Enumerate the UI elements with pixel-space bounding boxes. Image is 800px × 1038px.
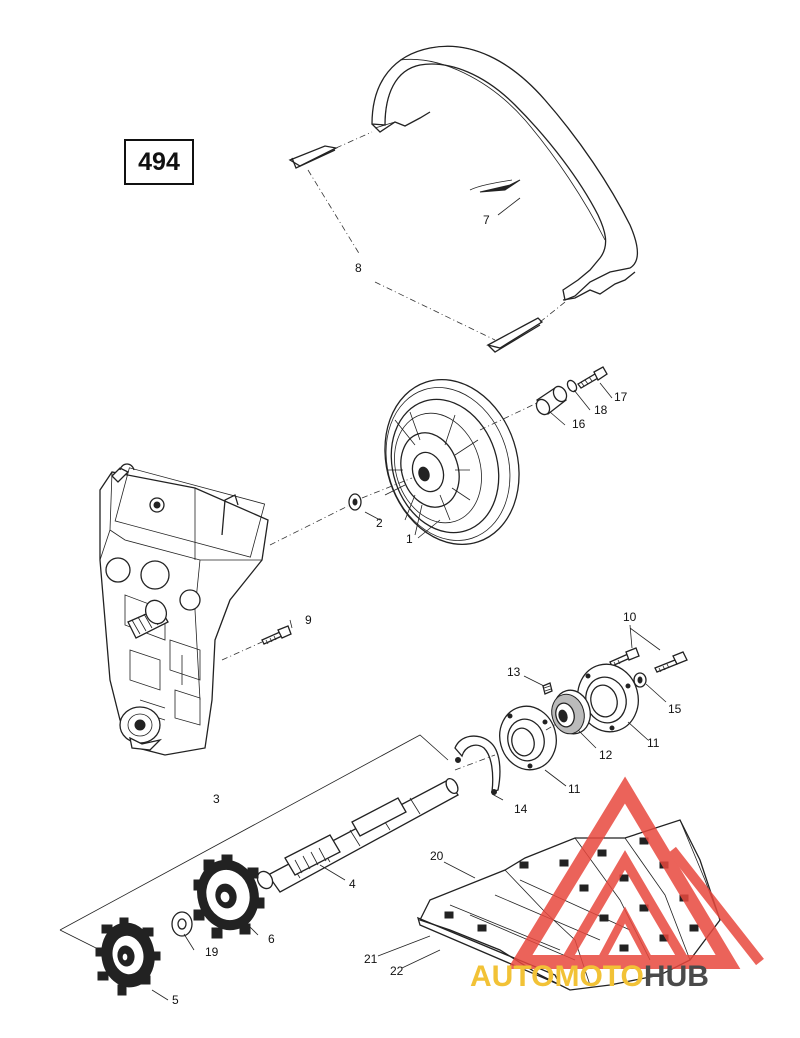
callout-10: 10 [623, 610, 637, 624]
callout-11-right: 11 [647, 736, 660, 750]
callout-17: 17 [614, 390, 628, 404]
washer-part-19 [171, 911, 193, 937]
callout-18: 18 [594, 403, 608, 417]
page-number-box: 494 [124, 139, 194, 185]
callout-16: 16 [572, 417, 586, 431]
page-number: 494 [138, 147, 180, 176]
callout-11-left: 11 [568, 782, 581, 796]
callout-3: 3 [213, 792, 220, 806]
bearing-flange-part-11-left [499, 705, 557, 771]
callout-1: 1 [406, 532, 413, 546]
bolt-part-10-a [609, 647, 640, 667]
watermark-part2: MOTO [554, 960, 644, 993]
clip-part-8-lower [486, 317, 544, 353]
chaincase-housing [99, 463, 269, 756]
bolt-part-10-b [654, 651, 688, 673]
callout-21: 21 [364, 952, 378, 966]
spacer-part-16 [535, 385, 568, 416]
washer-part-18 [566, 379, 578, 393]
callout-22: 22 [390, 964, 404, 978]
sprocket-part-6 [193, 854, 265, 939]
callout-13: 13 [507, 665, 521, 679]
splined-shaft-stub [127, 599, 169, 639]
watermark-logo-text: AUTOMOTOHUB [470, 960, 709, 994]
callout-7: 7 [483, 213, 490, 227]
callout-6: 6 [268, 932, 275, 946]
callout-4: 4 [349, 877, 356, 891]
callout-14: 14 [514, 802, 528, 816]
sprocket-teeth-6 [193, 854, 265, 939]
washer-part-15 [633, 672, 647, 688]
belt-guard-part-7 [371, 45, 639, 301]
callout-19: 19 [205, 945, 219, 959]
drive-axle-part-4 [256, 777, 459, 893]
bolt-part-9 [261, 625, 292, 645]
callout-2: 2 [376, 516, 383, 530]
watermark-part3: HUB [643, 960, 709, 993]
bearing-flange-part-11-right [577, 663, 639, 733]
watermark-logo-triangle [507, 776, 764, 969]
washer-part-2 [348, 493, 362, 511]
clip-part-8-upper [288, 145, 339, 169]
sprocket-teeth-5 [95, 917, 161, 996]
callout-5: 5 [172, 993, 179, 1007]
callout-15: 15 [668, 702, 682, 716]
callout-8: 8 [355, 261, 362, 275]
callout-12: 12 [599, 748, 613, 762]
callout-9: 9 [305, 613, 312, 627]
watermark-part1: AUTO [470, 960, 555, 993]
pulley-part-1 [384, 378, 520, 546]
bolt-part-17 [577, 366, 608, 389]
retaining-clip-part-14 [454, 735, 501, 795]
sprocket-part-5 [95, 917, 161, 996]
bearing-part-12 [551, 689, 591, 735]
callout-20: 20 [430, 849, 444, 863]
leader-lines [151, 197, 667, 1001]
grease-fitting-part-13 [542, 682, 553, 695]
